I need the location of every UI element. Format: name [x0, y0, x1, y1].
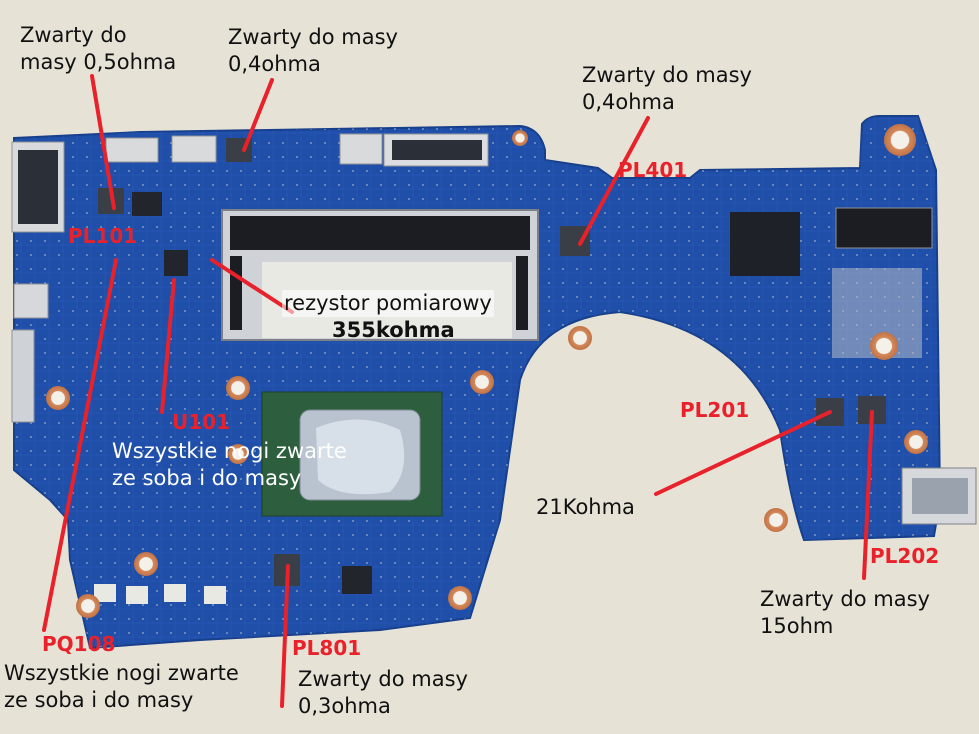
mounting-holes: [46, 124, 928, 618]
ec-chip: [730, 212, 800, 276]
connector-left-long: [11, 329, 35, 423]
pl401-ref: PL401: [618, 158, 688, 182]
u101-ref: U101: [172, 410, 230, 434]
connector-top-1: [105, 137, 159, 163]
pl801-note-line2: 0,3ohma: [298, 693, 391, 718]
line-pl202: [862, 410, 874, 580]
pl801-note: Zwarty do masy 0,3ohma: [298, 666, 468, 720]
connector-top-3: [339, 133, 383, 165]
connector-left-mid: [13, 283, 49, 319]
pl202-note-line2: 15ohm: [760, 613, 834, 638]
line-u101: [160, 278, 176, 414]
line-pl201: [654, 410, 832, 496]
pl202-note: Zwarty do masy 15ohm: [760, 586, 930, 640]
u101-note-line1: Wszystkie nogi zwarte: [112, 439, 347, 463]
wifi-slot: [835, 207, 933, 249]
pq108-note-line1: Wszystkie nogi zwarte: [4, 661, 239, 685]
pl801-note-line1: Zwarty do masy: [298, 667, 468, 691]
pq108-note-line2: ze soba i do masy: [4, 687, 194, 712]
chip-bottom-1: [342, 566, 372, 594]
pl202-note-line1: Zwarty do masy: [760, 587, 930, 611]
line-top: [242, 78, 274, 152]
u101-note: Wszystkie nogi zwarte ze soba i do masy: [112, 438, 347, 492]
top-note: Zwarty do masy 0,4ohma: [228, 24, 398, 78]
line-pq108: [42, 258, 118, 632]
pl801-ref: PL801: [292, 636, 362, 660]
pl201-ref: PL201: [680, 398, 750, 422]
pl101-note: Zwarty do masy 0,5ohma: [20, 22, 176, 76]
chip-left-1: [132, 192, 162, 216]
pq108-note: Wszystkie nogi zwarte ze soba i do masy: [4, 660, 239, 714]
pl401-note: Zwarty do masy 0,4ohma: [582, 62, 752, 116]
line-pl101: [90, 74, 116, 210]
top-note-line2: 0,4ohma: [228, 51, 321, 76]
resistor-note: rezystor pomiarowy 355kohma: [282, 290, 494, 344]
resistor-note-line1: rezystor pomiarowy: [282, 290, 494, 317]
resistor-note-line2: 355kohma: [332, 317, 455, 342]
pq108-ref: PQ108: [42, 632, 116, 656]
pl101-ref: PL101: [68, 224, 138, 248]
pl201-note: 21Kohma: [536, 495, 635, 519]
connector-top-2: [171, 135, 217, 163]
top-note-line1: Zwarty do masy: [228, 25, 398, 49]
line-pl801: [280, 564, 290, 708]
line-resistor: [210, 258, 294, 314]
annotation-lines: [42, 74, 874, 708]
pl401-note-line2: 0,4ohma: [582, 89, 675, 114]
pl101-note-line2: masy 0,5ohma: [20, 49, 177, 74]
line-pl401: [578, 116, 650, 246]
pl401-note-line1: Zwarty do masy: [582, 63, 752, 87]
chip-left-2: [164, 250, 188, 276]
u101-note-line2: ze soba i do masy: [112, 465, 302, 490]
pl202-ref: PL202: [870, 544, 940, 568]
pl101-note-line1: Zwarty do: [20, 23, 127, 47]
